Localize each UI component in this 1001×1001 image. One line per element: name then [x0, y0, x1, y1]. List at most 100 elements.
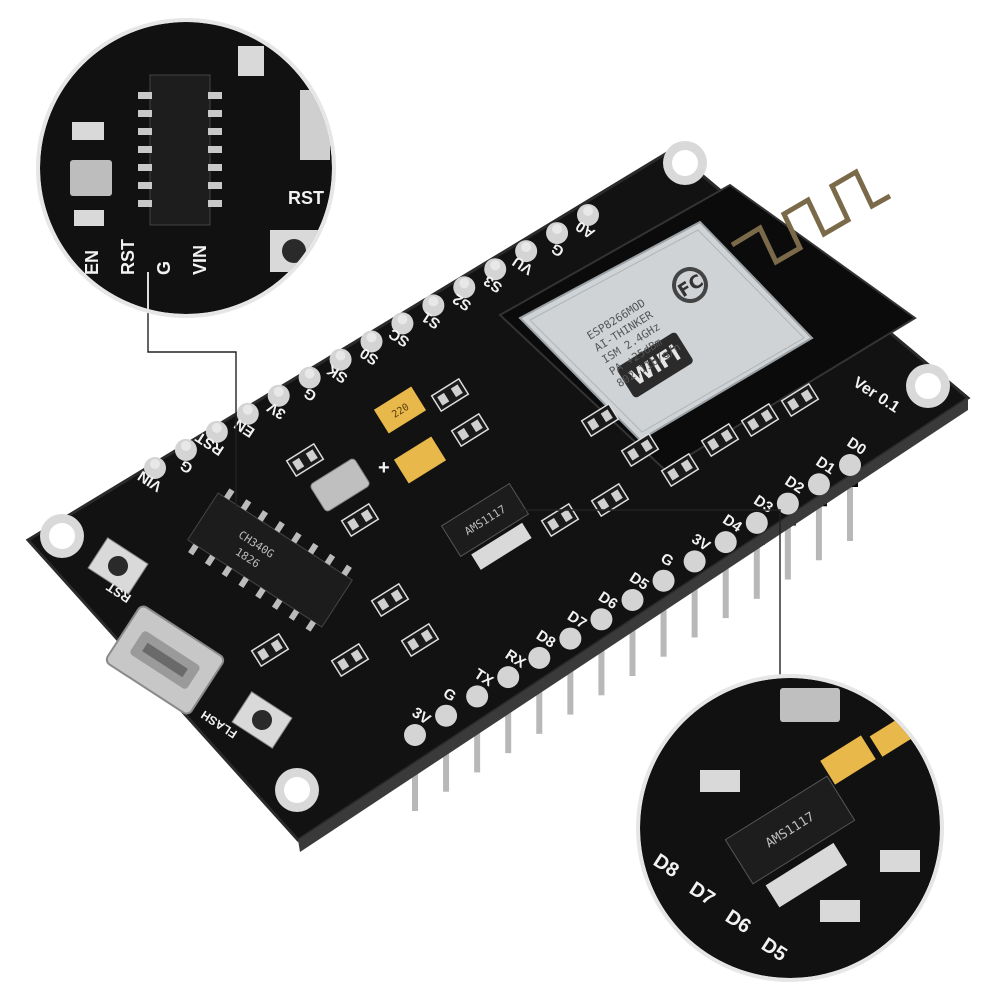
header-pin-tip — [397, 314, 408, 325]
chip-leg — [188, 543, 199, 556]
chip-leg — [208, 92, 222, 99]
header-pad — [435, 704, 458, 727]
header-pad — [559, 627, 582, 650]
smd-part — [580, 402, 620, 438]
chip-leg — [138, 110, 152, 117]
header-pad — [776, 492, 799, 515]
chip-leg — [208, 146, 222, 153]
header-pad — [404, 724, 426, 746]
header-pin — [443, 721, 450, 792]
callout-lines — [147, 300, 781, 690]
header-pad — [652, 569, 675, 592]
micro-usb-port[interactable] — [105, 604, 226, 715]
header-pin — [598, 625, 605, 696]
smd-part — [700, 422, 740, 458]
chip-leg — [208, 200, 222, 207]
smd-part — [250, 632, 290, 668]
header-pin — [567, 644, 574, 715]
smd-part — [660, 452, 700, 488]
rf-shield — [518, 220, 814, 442]
chip-leg — [204, 554, 216, 567]
header-pin-tip — [273, 386, 284, 397]
header-pin — [691, 567, 698, 638]
zoom-inset-top-left: RST EN RST G VIN — [36, 18, 336, 318]
header-pin-tip — [521, 242, 532, 253]
header-pin — [753, 528, 760, 599]
header-pin-tip — [335, 350, 346, 361]
chip-leg — [138, 128, 152, 135]
header-pad — [497, 666, 520, 689]
chip-leg — [208, 164, 222, 171]
header-pin — [536, 663, 543, 734]
smd-part — [430, 377, 470, 413]
zoom-tl-pin-label: RST — [118, 239, 138, 275]
chip-leg — [208, 110, 222, 117]
header-pin-tip — [304, 368, 315, 379]
usb-serial-chip: CH340G 1826 — [186, 488, 354, 632]
smd-part — [740, 402, 780, 438]
rst-button[interactable] — [87, 537, 149, 595]
chip-leg — [307, 542, 319, 555]
chip-leg — [271, 598, 283, 610]
smd-part — [540, 502, 580, 538]
chip-leg — [138, 200, 152, 207]
header-pin — [505, 683, 512, 754]
zoom-tl-pin-label: G — [154, 261, 174, 275]
chip-leg — [138, 92, 152, 99]
header-pin — [784, 509, 791, 580]
crystal — [310, 458, 370, 512]
header-pin-tip — [180, 440, 191, 451]
header-pin-tip — [211, 422, 222, 433]
smd-components — [250, 377, 820, 678]
chip-leg — [138, 164, 152, 171]
smd-part — [330, 642, 370, 678]
header-pad — [621, 589, 644, 611]
header-pin — [722, 548, 729, 619]
zoom-tl-pin-label: VIN — [190, 245, 210, 275]
zoom-tl-pin-label: EN — [82, 250, 102, 275]
smd-part — [400, 622, 440, 658]
header-pad — [590, 608, 613, 631]
header-pin-tip — [459, 278, 470, 289]
header-pin — [474, 702, 481, 773]
chip-leg — [288, 609, 300, 621]
header-pin-tip — [242, 404, 253, 415]
header-pin — [629, 606, 636, 676]
chip-leg — [274, 521, 285, 533]
header-pin — [815, 490, 822, 561]
chip-leg — [208, 182, 222, 189]
mounting-holes — [40, 141, 950, 812]
chip-leg — [324, 553, 336, 566]
header-pad — [714, 531, 737, 554]
header-pin-tip — [366, 332, 377, 343]
chip-leg — [138, 146, 152, 153]
smd-part — [780, 382, 820, 418]
smd-part — [340, 502, 380, 538]
header-pad — [683, 550, 706, 573]
chip-leg — [224, 488, 235, 501]
header-pin-tip — [428, 296, 439, 307]
header-pin-tip — [150, 459, 160, 469]
chip-leg — [255, 587, 266, 599]
zoom-tl-rst-label: RST — [288, 188, 324, 208]
flash-button[interactable] — [231, 691, 293, 749]
tantalum-capacitors: 220 + — [373, 386, 447, 484]
chip-leg — [240, 499, 252, 511]
smd-part — [620, 432, 660, 468]
chip-leg — [341, 564, 352, 577]
header-pad — [466, 685, 489, 708]
header-pin — [412, 741, 418, 811]
chip-leg — [305, 619, 316, 632]
header-pin — [847, 471, 853, 541]
header-pad — [807, 473, 830, 496]
header-pin-tip — [490, 260, 501, 271]
header-pin — [660, 586, 667, 657]
smd-part — [450, 412, 490, 448]
top-header-pads — [144, 204, 599, 479]
header-pad — [839, 454, 861, 476]
chip-leg — [208, 128, 222, 135]
